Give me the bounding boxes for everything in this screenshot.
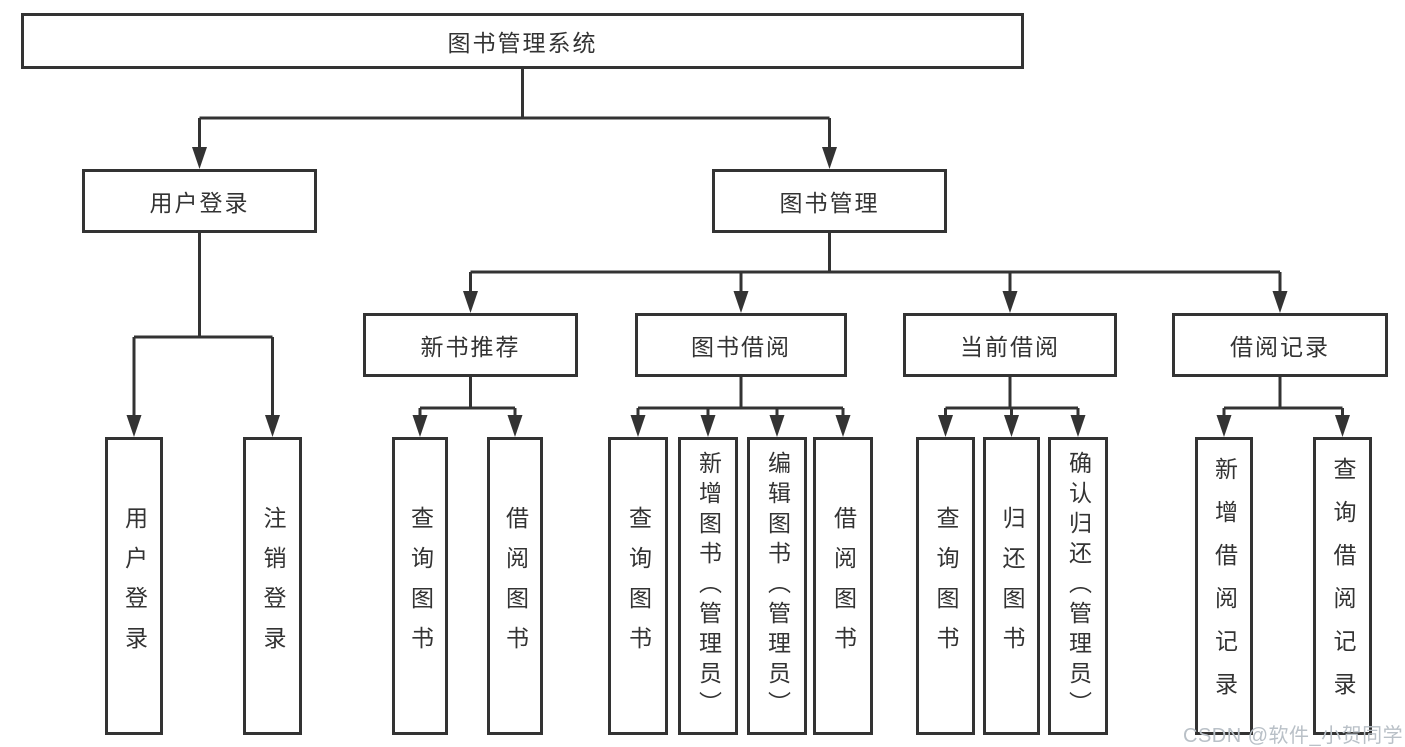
down-arrow-icon <box>412 415 428 437</box>
down-arrow-icon <box>1335 415 1350 437</box>
leaf-query-books-current: 查询图书 <box>916 437 975 735</box>
node-borrow-records: 借阅记录 <box>1172 313 1388 377</box>
leaf-query-books-recommend: 查询图书 <box>392 437 448 735</box>
down-arrow-icon <box>192 147 207 169</box>
down-arrow-icon <box>769 415 785 437</box>
down-arrow-icon <box>822 147 837 169</box>
connector-newbook-to-leaves <box>418 377 517 421</box>
connector-root-to-level2 <box>198 69 831 153</box>
down-arrow-icon <box>126 415 142 437</box>
down-arrow-icon <box>1272 291 1288 313</box>
leaf-borrow-books-recommend: 借阅图书 <box>487 437 543 735</box>
leaf-edit-books-admin: 编辑图书（管理员） <box>747 437 807 735</box>
node-user-login: 用户登录 <box>82 169 317 233</box>
connector-records-to-leaves <box>1222 377 1344 421</box>
leaf-return-books: 归还图书 <box>983 437 1040 735</box>
leaf-query-borrow-record: 查询借阅记录 <box>1313 437 1372 735</box>
node-book-borrow: 图书借阅 <box>635 313 847 377</box>
down-arrow-icon <box>1004 415 1019 437</box>
down-arrow-icon <box>265 415 280 437</box>
leaf-logout: 注销登录 <box>243 437 302 735</box>
down-arrow-icon <box>1070 415 1086 437</box>
down-arrow-icon <box>507 415 523 437</box>
down-arrow-icon <box>1216 415 1232 437</box>
down-arrow-icon <box>733 291 749 313</box>
node-book-management: 图书管理 <box>712 169 947 233</box>
leaf-user-login: 用户登录 <box>105 437 163 735</box>
node-library-system: 图书管理系统 <box>21 13 1024 69</box>
connector-current-to-leaves <box>944 377 1080 421</box>
leaf-add-books-admin: 新增图书（管理员） <box>678 437 738 735</box>
csdn-watermark: CSDN @软件_小贺同学 <box>1183 725 1404 747</box>
leaf-add-borrow-record: 新增借阅记录 <box>1195 437 1253 735</box>
down-arrow-icon <box>700 415 716 437</box>
down-arrow-icon <box>938 415 953 437</box>
node-new-book-recommend: 新书推荐 <box>363 313 578 377</box>
leaf-borrow-books: 借阅图书 <box>813 437 873 735</box>
connector-borrow-to-leaves <box>636 377 845 421</box>
node-current-borrow: 当前借阅 <box>903 313 1117 377</box>
leaf-query-books-borrow: 查询图书 <box>608 437 668 735</box>
down-arrow-icon <box>835 415 851 437</box>
connector-mgmt-to-level3 <box>469 233 1282 297</box>
down-arrow-icon <box>463 291 478 313</box>
arrowhead-group <box>126 147 1350 437</box>
down-arrow-icon <box>1002 291 1018 313</box>
leaf-confirm-return-admin: 确认归还（管理员） <box>1048 437 1108 735</box>
down-arrow-icon <box>630 415 646 437</box>
connector-login-to-leaves <box>132 233 274 421</box>
